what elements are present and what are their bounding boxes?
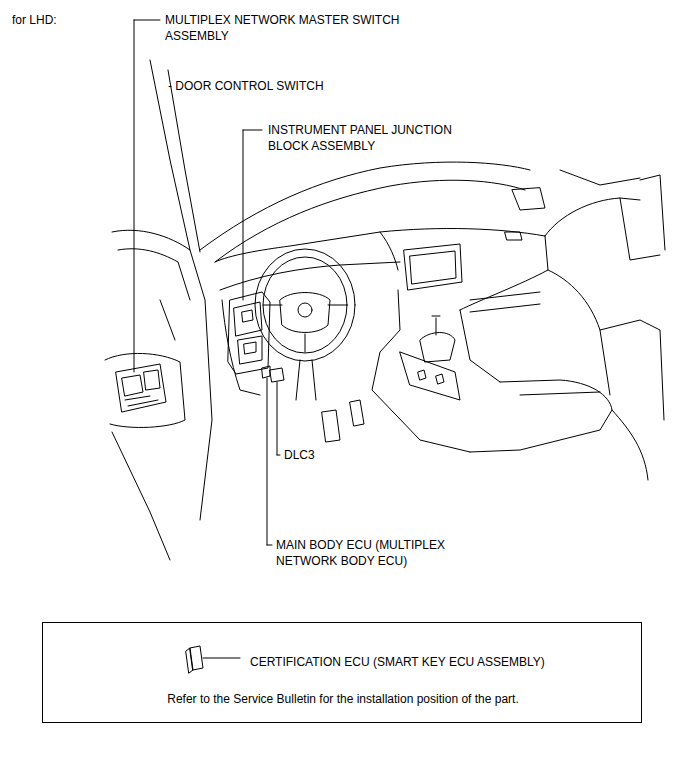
part-label: - DOOR CONTROL SWITCH: [168, 78, 428, 94]
steering-wheel: [255, 249, 355, 400]
pedals: [322, 400, 364, 442]
junction-block: [228, 292, 270, 374]
leader-lines: [134, 20, 280, 545]
windshield: [150, 60, 530, 262]
door-panel: [105, 230, 212, 560]
part-label: MAIN BODY ECU (MULTIPLEX NETWORK BODY EC…: [276, 537, 491, 569]
part-label: for LHD:: [12, 12, 132, 28]
right-seat-door: [512, 170, 665, 480]
part-label: MULTIPLEX NETWORK MASTER SWITCH ASSEMBLY: [165, 12, 400, 44]
note-text: Refer to the Service Bulletin for the in…: [167, 691, 519, 707]
part-name: CERTIFICATION ECU (SMART KEY ECU ASSEMBL…: [250, 654, 545, 670]
part-label: INSTRUMENT PANEL JUNCTION BLOCK ASSEMBLY: [268, 122, 493, 154]
dlc3-connector: [262, 366, 284, 382]
dashboard: [215, 229, 548, 395]
note-box: CERTIFICATION ECU (SMART KEY ECU ASSEMBL…: [42, 622, 642, 723]
center-console: [372, 290, 612, 452]
ecu-icon: [186, 646, 240, 673]
part-label: DLC3: [284, 447, 364, 463]
